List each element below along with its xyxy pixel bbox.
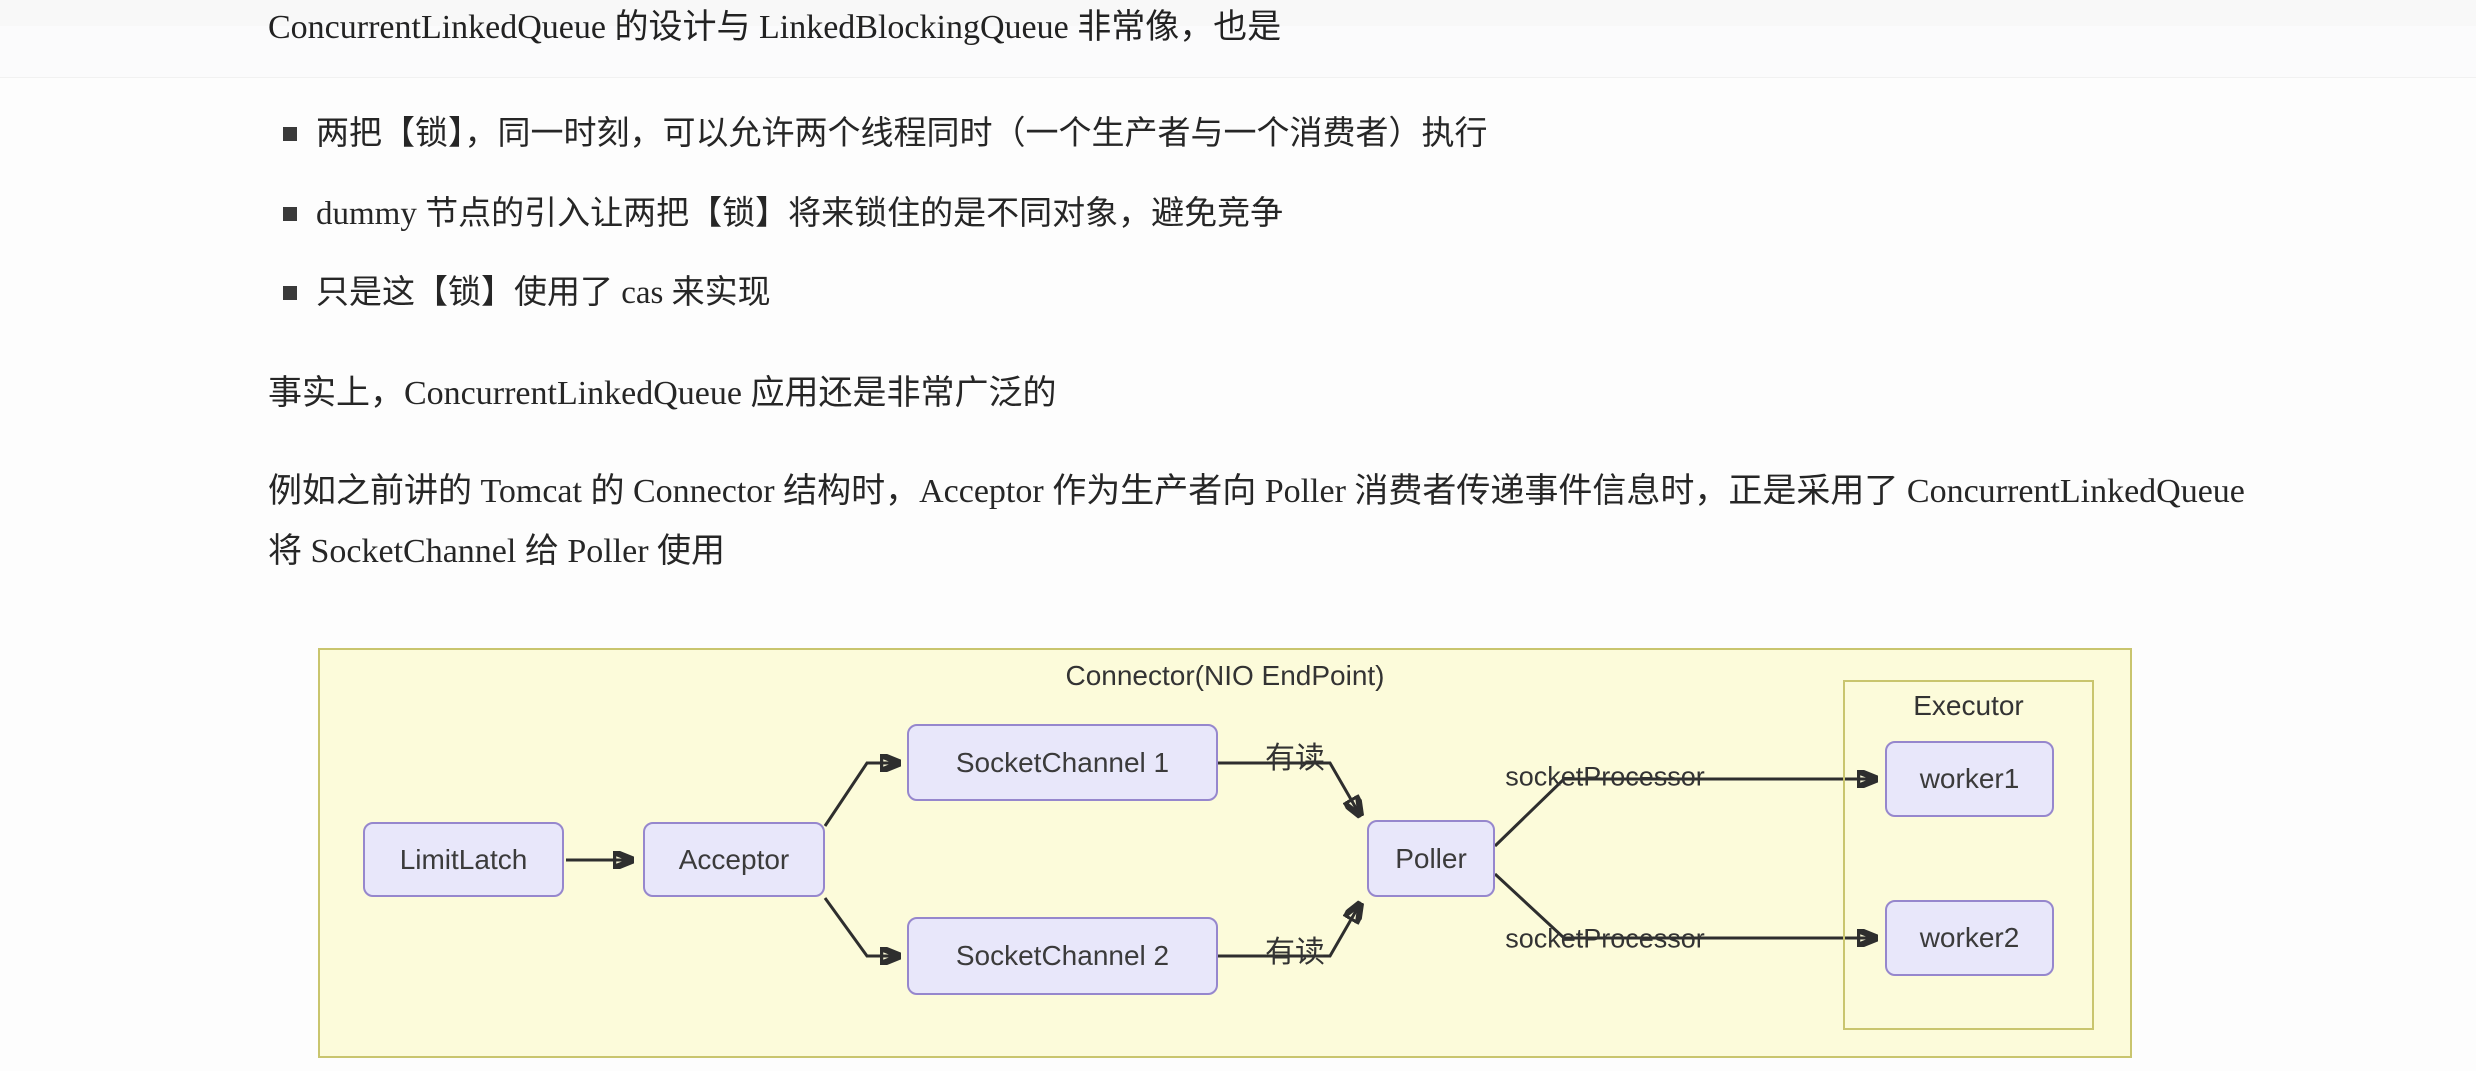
header-band xyxy=(0,26,2476,78)
bullet-square-icon xyxy=(283,127,297,141)
node-worker1: worker1 xyxy=(1885,741,2054,817)
node-worker2: worker2 xyxy=(1885,900,2054,976)
edge-acceptor-socketchannel1 xyxy=(823,763,899,827)
bullet-item-1: 两把【锁】，同一时刻，可以允许两个线程同时（一个生产者与一个消费者）执行 xyxy=(283,110,1488,158)
bullet-square-icon xyxy=(283,207,297,221)
node-poller: Poller xyxy=(1367,820,1495,897)
edge-acceptor-socketchannel2 xyxy=(823,897,899,956)
edge-label-socketprocessor-2: socketProcessor xyxy=(1505,923,1705,954)
bullet-text-3: 只是这【锁】使用了 cas 来实现 xyxy=(316,275,771,311)
bullet-text-2: dummy 节点的引入让两把【锁】将来锁住的是不同对象，避免竞争 xyxy=(316,196,1284,232)
bullet-item-2: dummy 节点的引入让两把【锁】将来锁住的是不同对象，避免竞争 xyxy=(283,190,1283,238)
connector-diagram: Connector(NIO EndPoint) Executor LimitLa… xyxy=(318,648,2132,1058)
bullet-text-1: 两把【锁】，同一时刻，可以允许两个线程同时（一个生产者与一个消费者）执行 xyxy=(316,116,1488,152)
top-band xyxy=(0,0,2476,26)
diagram-edges xyxy=(566,650,2134,1060)
edge-label-read-event-1: 有读 xyxy=(1265,742,1325,775)
edge-poller-worker1 xyxy=(1493,779,1876,848)
edge-poller-worker2 xyxy=(1493,872,1876,938)
edge-label-socketprocessor-1: socketProcessor xyxy=(1505,761,1705,792)
bullet-item-3: 只是这【锁】使用了 cas 来实现 xyxy=(283,269,771,317)
paragraph-tomcat-example: 例如之前讲的 Tomcat 的 Connector 结构时，Acceptor 作… xyxy=(268,473,2245,570)
bullet-square-icon xyxy=(283,286,297,300)
node-socketchannel1: SocketChannel 1 xyxy=(907,724,1218,801)
paragraph-usage: 事实上，ConcurrentLinkedQueue 应用还是非常广泛的 xyxy=(268,375,1057,412)
node-limitlatch: LimitLatch xyxy=(363,822,564,897)
node-socketchannel2: SocketChannel 2 xyxy=(907,917,1218,995)
executor-group-label: Executor xyxy=(1913,690,2024,721)
executor-group: Executor xyxy=(1843,680,2094,1030)
edge-socketchannel1-poller xyxy=(1218,761,1360,815)
edge-label-read-event-2: 有读 xyxy=(1265,936,1325,969)
node-acceptor: Acceptor xyxy=(643,822,825,897)
diagram-title: Connector(NIO EndPoint) xyxy=(1065,660,1385,691)
intro-heading: ConcurrentLinkedQueue 的设计与 LinkedBlockin… xyxy=(268,9,1282,46)
edge-socketchannel2-poller xyxy=(1218,904,1360,958)
